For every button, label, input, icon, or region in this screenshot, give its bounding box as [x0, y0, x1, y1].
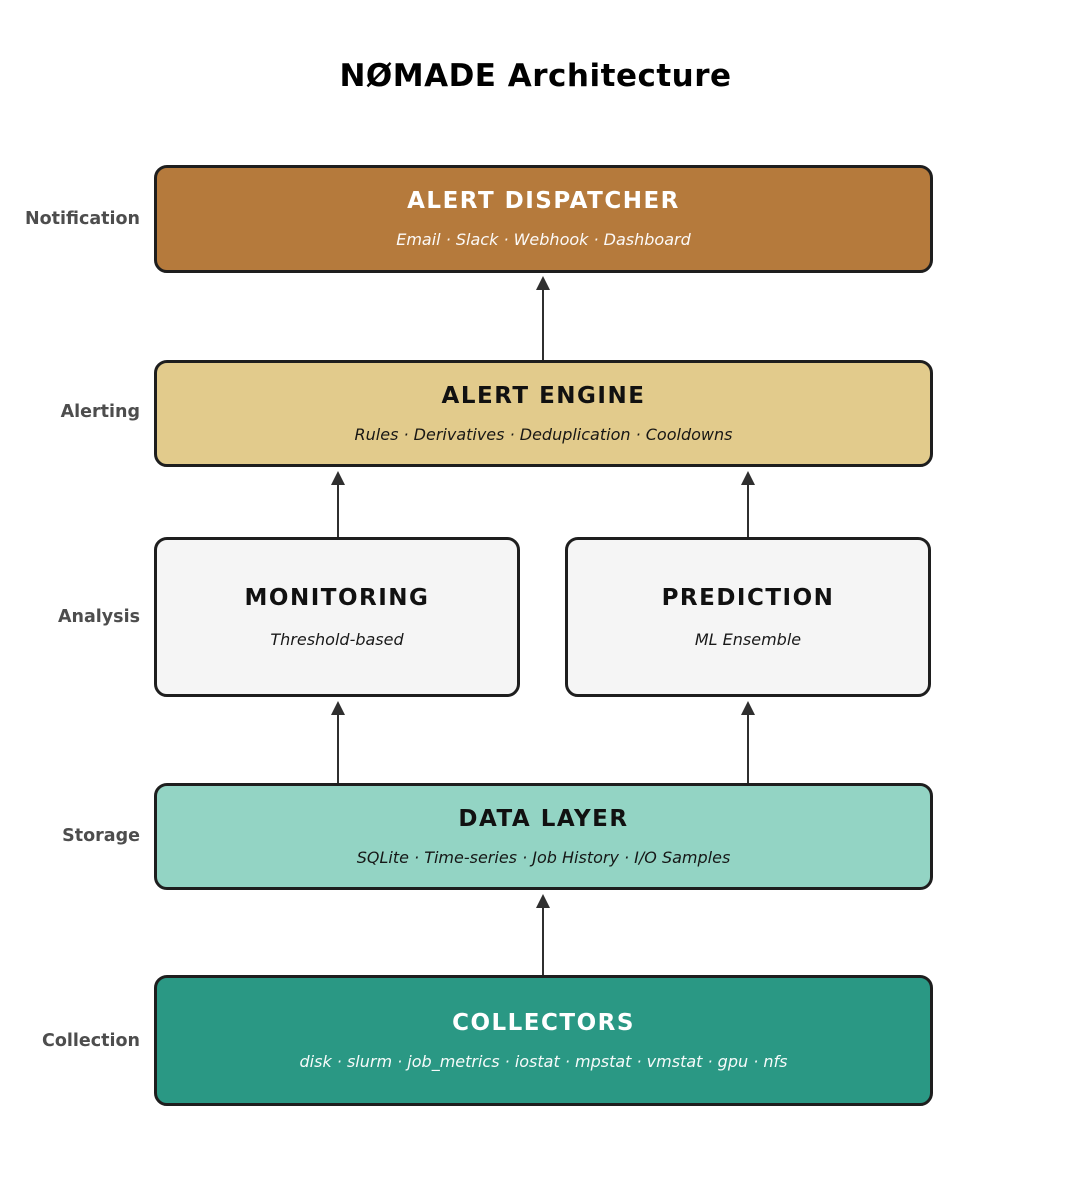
arrow-up-icon: [741, 701, 755, 715]
arrow-shaft: [746, 712, 750, 783]
layer-label-collection: Collection: [42, 1031, 140, 1051]
alert-dispatcher-box: ALERT DISPATCHER Email · Slack · Webhook…: [154, 165, 933, 273]
arrow-shaft: [746, 482, 750, 537]
layer-label-alerting: Alerting: [60, 402, 140, 422]
arrow-shaft: [336, 482, 340, 537]
monitoring-subtitle: Threshold-based: [270, 629, 404, 649]
prediction-title: PREDICTION: [661, 584, 835, 611]
layer-label-storage: Storage: [62, 826, 140, 846]
arrow-collectors-to-data-layer: [536, 894, 550, 975]
arrow-data-layer-to-monitoring: [331, 701, 345, 783]
collectors-box: COLLECTORS disk · slurm · job_metrics · …: [154, 975, 933, 1106]
prediction-subtitle: ML Ensemble: [694, 629, 802, 649]
arrow-prediction-to-alert-engine: [741, 471, 755, 537]
page-title: NØMADE Architecture: [339, 58, 732, 94]
alert-engine-box: ALERT ENGINE Rules · Derivatives · Dedup…: [154, 360, 933, 467]
arrow-shaft: [336, 712, 340, 783]
arrow-up-icon: [536, 276, 550, 290]
arrow-shaft: [541, 287, 545, 360]
data-layer-box: DATA LAYER SQLite · Time-series · Job Hi…: [154, 783, 933, 890]
arrow-up-icon: [536, 894, 550, 908]
arrow-alert-engine-to-dispatcher: [536, 276, 550, 360]
alert-dispatcher-title: ALERT DISPATCHER: [407, 188, 680, 215]
alert-engine-subtitle: Rules · Derivatives · Deduplication · Co…: [354, 424, 733, 444]
arrow-shaft: [541, 905, 545, 975]
collectors-subtitle: disk · slurm · job_metrics · iostat · mp…: [299, 1051, 788, 1071]
layer-label-notification: Notification: [24, 209, 140, 229]
arrow-monitoring-to-alert-engine: [331, 471, 345, 537]
monitoring-title: MONITORING: [244, 584, 430, 611]
data-layer-title: DATA LAYER: [458, 805, 629, 832]
arrow-up-icon: [741, 471, 755, 485]
monitoring-box: MONITORING Threshold-based: [154, 537, 520, 697]
arrow-up-icon: [331, 701, 345, 715]
alert-engine-title: ALERT ENGINE: [441, 382, 646, 409]
arrow-up-icon: [331, 471, 345, 485]
data-layer-subtitle: SQLite · Time-series · Job History · I/O…: [356, 847, 731, 867]
layer-label-analysis: Analysis: [57, 607, 140, 627]
arrow-data-layer-to-prediction: [741, 701, 755, 783]
prediction-box: PREDICTION ML Ensemble: [565, 537, 931, 697]
collectors-title: COLLECTORS: [452, 1009, 635, 1036]
alert-dispatcher-subtitle: Email · Slack · Webhook · Dashboard: [396, 230, 691, 250]
